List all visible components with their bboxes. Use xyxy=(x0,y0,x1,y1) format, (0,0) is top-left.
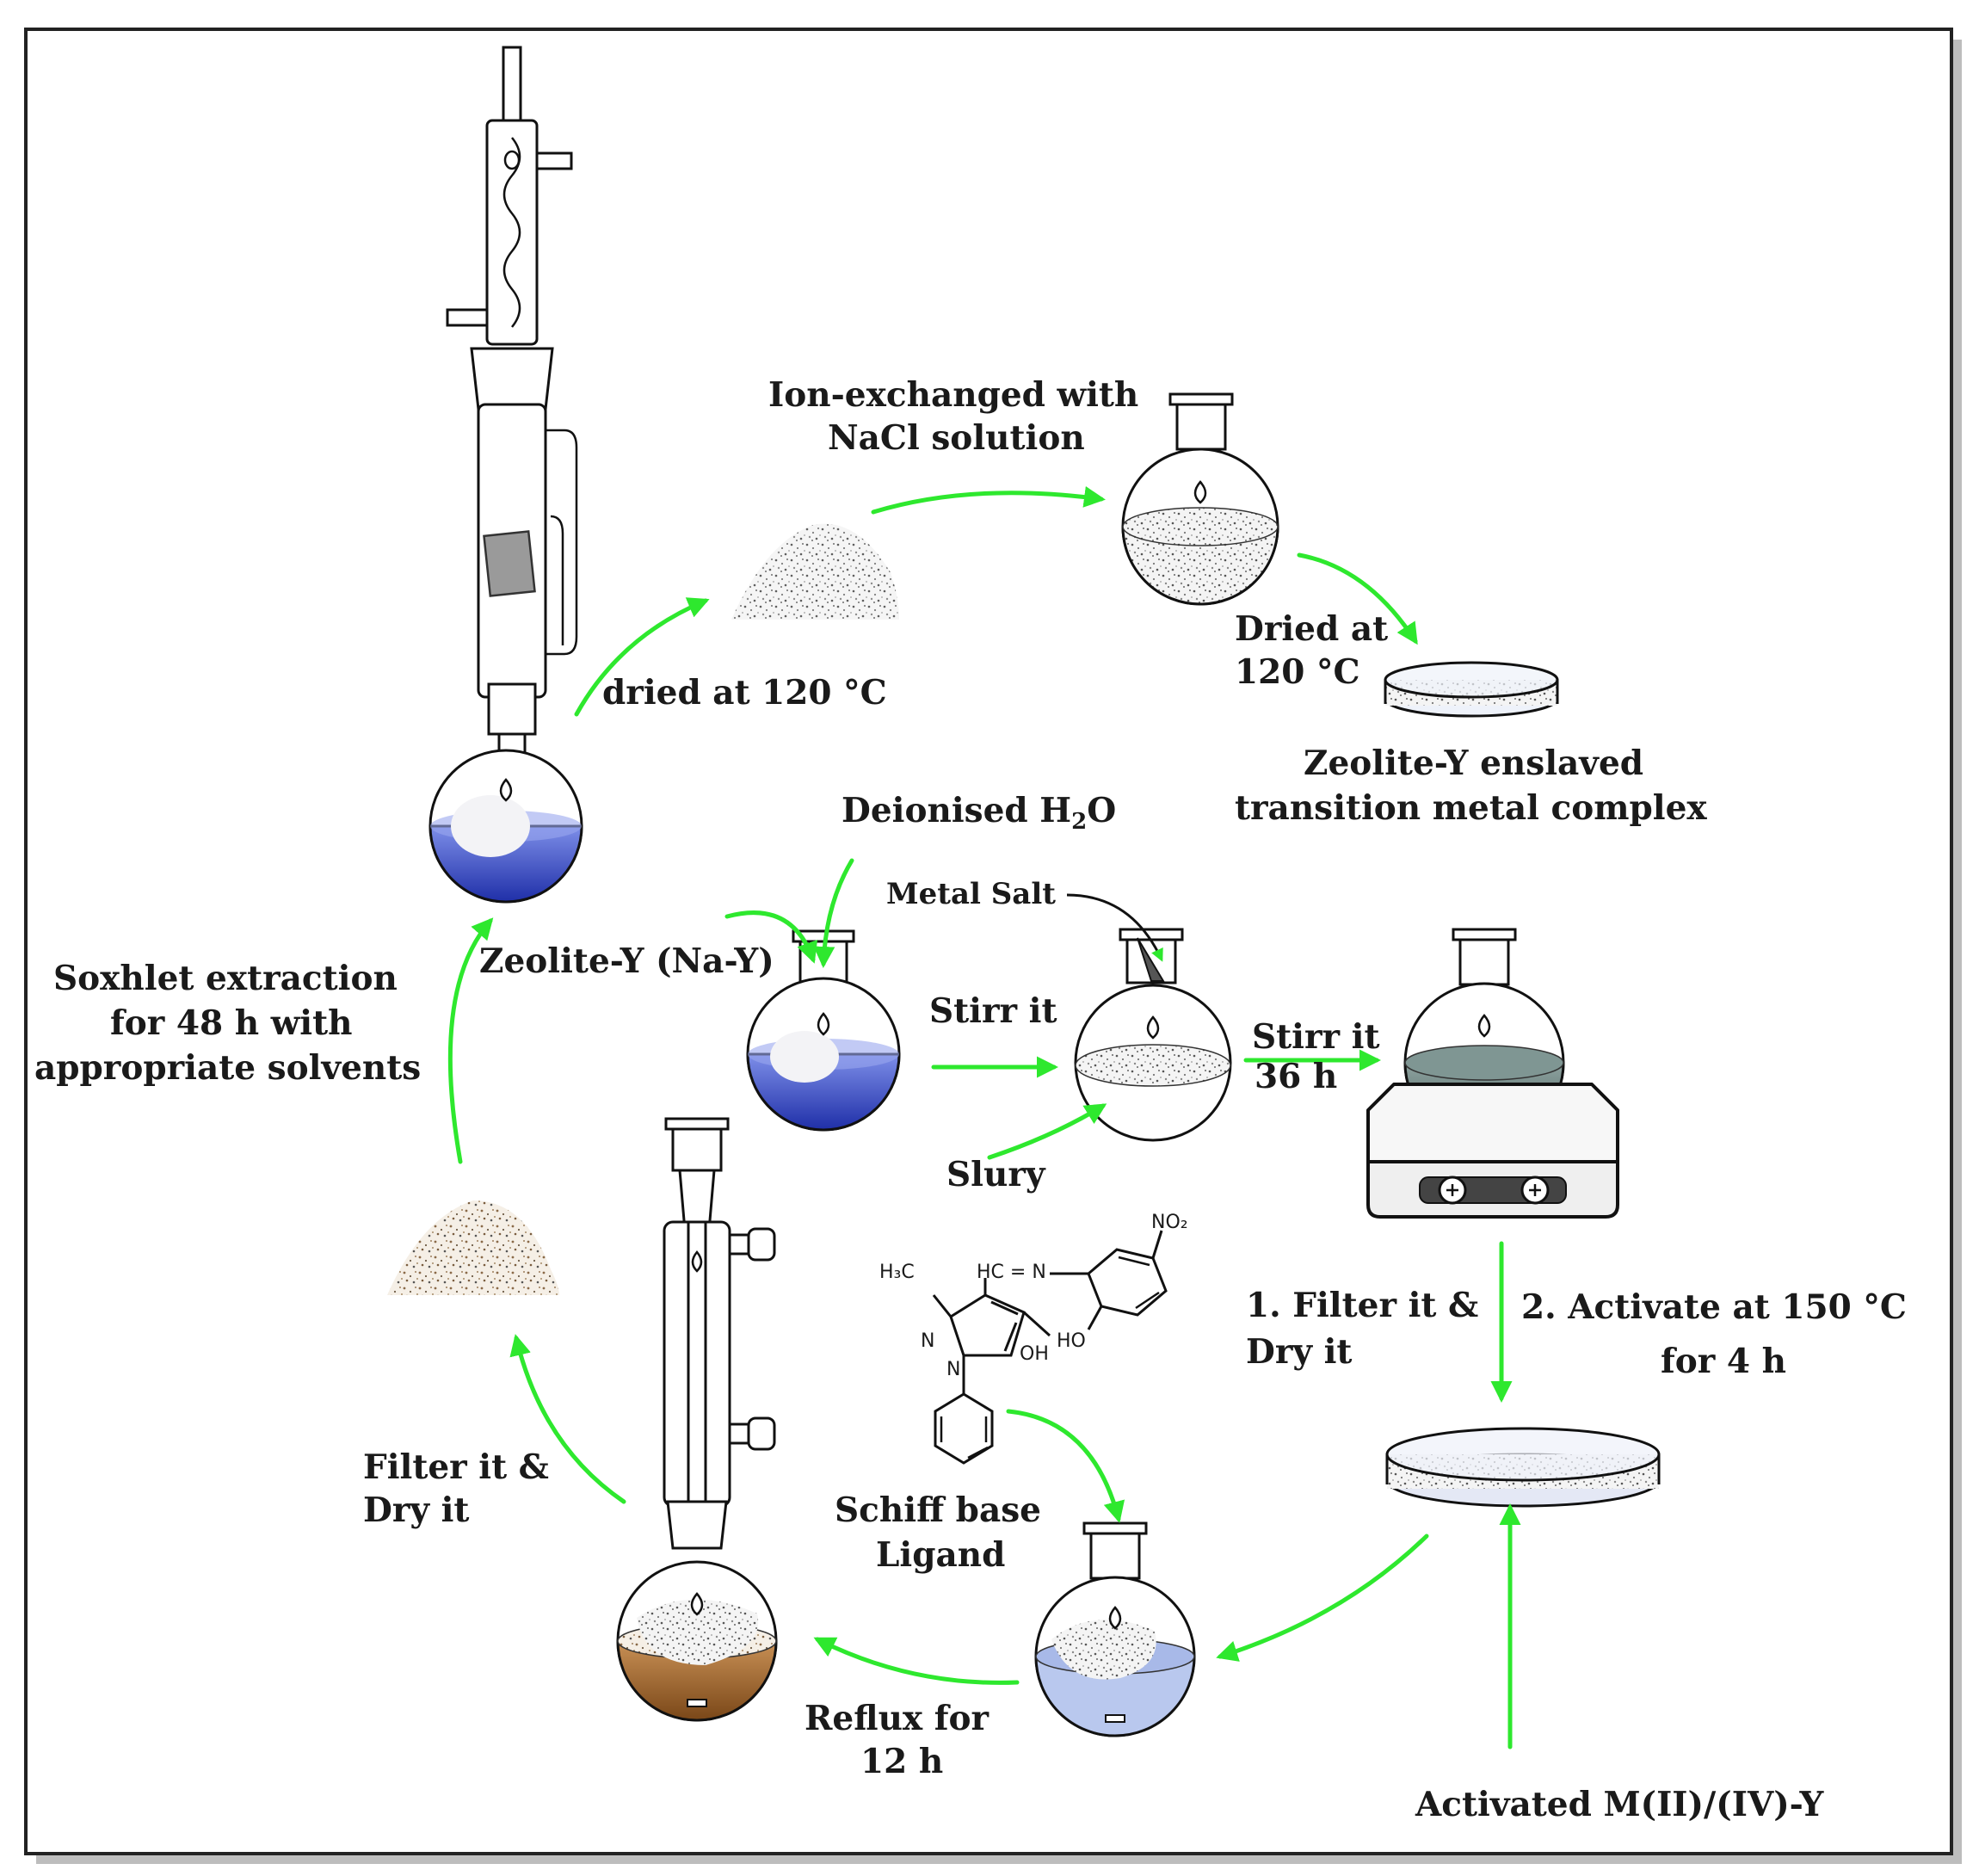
diagram-frame xyxy=(24,28,1953,1855)
process-arrows xyxy=(447,485,1521,1749)
label-metal-salt: Metal Salt xyxy=(886,877,1056,911)
reflux-apparatus xyxy=(616,1117,778,1722)
label-soxhlet-2: for 48 h with xyxy=(110,1003,352,1043)
arrow-powder-to-ion-exchange xyxy=(871,485,1106,515)
label-slurry: Slury xyxy=(946,1155,1046,1194)
label-stirr-2a: Stirr it xyxy=(1252,1017,1380,1057)
schiff-base-structure: H₃C HC = N NO₂ N N OH HO xyxy=(879,1212,1188,1465)
thimble xyxy=(483,530,536,597)
struct-hc-n: HC = N xyxy=(977,1262,1046,1283)
ion-exchange-flask xyxy=(1121,392,1279,606)
label-soxhlet-1: Soxhlet extraction xyxy=(53,959,398,998)
arrow-filter-dry xyxy=(509,1334,626,1504)
soxhlet-apparatus xyxy=(428,46,583,904)
label-activated: Activated M(II)/(IV)-Y xyxy=(1415,1785,1825,1824)
label-dried-at-2: 120 °C xyxy=(1235,652,1360,692)
label-filter-dry-2b: Dry it xyxy=(363,1490,469,1530)
label-deionised-water: Deionised H2O xyxy=(842,791,1116,835)
label-reflux-2: 12 h xyxy=(860,1742,943,1781)
magnetic-stirrer xyxy=(1366,1083,1619,1219)
label-ion-exchange-1: Ion-exchanged with xyxy=(768,375,1138,415)
struct-n-bot: N xyxy=(946,1359,960,1380)
arrow-deionised-water xyxy=(813,858,854,968)
struct-h3c: H₃C xyxy=(879,1262,915,1283)
soxhlet-flask xyxy=(428,682,583,904)
label-schiff-2: Ligand xyxy=(876,1535,1005,1575)
label-dried-120: dried at 120 °C xyxy=(602,673,887,713)
zeolite-powder-pile xyxy=(731,523,899,620)
arrow-pile-to-soxhlet xyxy=(447,917,494,1164)
nay-flask xyxy=(746,929,901,1132)
label-stirr-2b: 36 h xyxy=(1255,1057,1337,1096)
label-activate-2: for 4 h xyxy=(1661,1342,1786,1381)
arrow-soxhlet-to-powder xyxy=(574,597,710,717)
label-filter-dry-1b: Dry it xyxy=(1246,1332,1352,1372)
arrow-reflux xyxy=(813,1637,1020,1685)
arrow-metal-salt xyxy=(1066,893,1163,962)
struct-oh: OH xyxy=(1020,1343,1049,1365)
struct-n-top: N xyxy=(921,1330,934,1352)
struct-no2: NO₂ xyxy=(1151,1212,1188,1233)
label-filter-dry-2a: Filter it & xyxy=(363,1447,549,1487)
label-stirr-1: Stirr it xyxy=(929,991,1057,1031)
arrow-zeolite-to-flask xyxy=(724,910,818,964)
metal-salt-flask xyxy=(1074,928,1232,1142)
label-reflux-1: Reflux for xyxy=(805,1699,990,1738)
label-schiff-1: Schiff base xyxy=(835,1490,1041,1530)
label-soxhlet-3: appropriate solvents xyxy=(34,1048,421,1088)
arrow-ligand-to-flask xyxy=(1006,1409,1125,1523)
label-dried-at-1: Dried at xyxy=(1235,609,1388,649)
label-filter-dry-1a: 1. Filter it & xyxy=(1246,1286,1478,1325)
label-zeolite-nay: Zeolite-Y (Na-Y) xyxy=(479,941,774,981)
product-powder-pile xyxy=(387,1200,559,1295)
labels: dried at 120 °C Ion-exchanged with NaCl … xyxy=(34,375,1907,1824)
arrow-dish-to-ligand-flask xyxy=(1216,1534,1429,1662)
product-petri-dish xyxy=(1384,661,1559,718)
label-activate-1: 2. Activate at 150 °C xyxy=(1521,1287,1907,1327)
arrow-ion-exchange-to-dish xyxy=(1297,552,1418,645)
label-ion-exchange-2: NaCl solution xyxy=(828,418,1085,458)
ligand-flask xyxy=(1034,1521,1196,1737)
struct-ho: HO xyxy=(1057,1330,1086,1352)
label-product-2: transition metal complex xyxy=(1235,788,1707,828)
arrow-slurry xyxy=(987,1103,1107,1160)
label-product-1: Zeolite-Y enslaved xyxy=(1304,744,1643,783)
activated-petri-dish xyxy=(1385,1427,1661,1508)
